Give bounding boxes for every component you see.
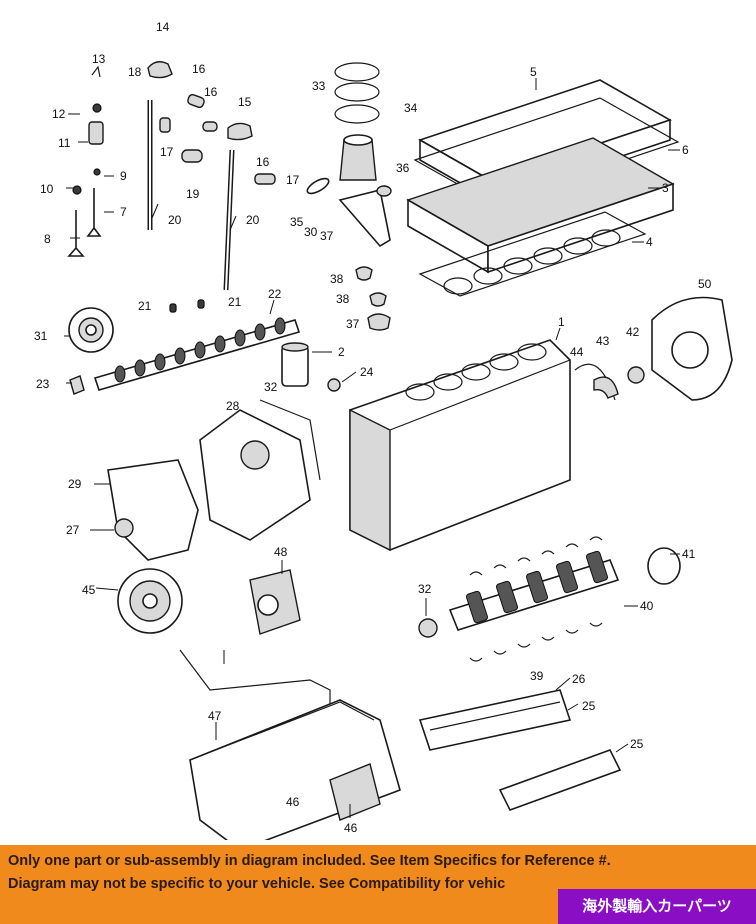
callout-16-b: 16 [204,85,218,99]
valve-seal-part [93,168,101,176]
head-gasket-part [418,211,647,297]
disclaimer-line-1: Only one part or sub-assembly in diagram… [8,853,611,869]
callout-4: 4 [646,235,653,249]
callout-7: 7 [120,205,127,219]
callout-33: 33 [312,79,326,93]
callout-42: 42 [626,325,640,339]
callout-25-a: 25 [582,699,596,713]
crankshaft-group [418,536,681,662]
callout-38-b: 38 [336,292,350,306]
seller-badge: 海外製輸入カーパーツ [558,889,756,924]
tappet-part [281,345,309,387]
callout-43: 43 [596,334,610,348]
callout-labels: 14 13 18 16 16 15 12 11 17 16 17 19 9 10… [34,20,712,835]
timing-cover-part [199,409,311,541]
piston-group [306,62,392,331]
callout-30: 30 [304,225,318,239]
callout-19: 19 [186,187,200,201]
disclaimer-line-2: Diagram may not be specific to your vehi… [8,876,506,892]
callout-36: 36 [396,161,410,175]
callout-35: 35 [290,215,304,229]
callout-5: 5 [530,65,537,79]
callout-11: 11 [58,136,71,150]
callout-6: 6 [682,143,689,157]
callout-14: 14 [156,20,170,34]
callout-20-b: 20 [246,213,260,227]
callout-27: 27 [66,523,80,537]
front-cover-group [107,399,321,635]
cylinder-head-group [406,79,680,297]
callout-48: 48 [274,545,288,559]
callout-9: 9 [120,169,127,183]
callout-3: 3 [662,181,669,195]
callout-25-b: 25 [630,737,644,751]
intake-valve-part [67,210,85,257]
rear-seal-part [627,366,645,384]
callout-34: 34 [404,101,418,115]
oil-system-group [179,649,622,840]
callout-50: 50 [698,277,712,291]
callout-46-a: 46 [344,821,358,835]
callout-28: 28 [226,399,240,413]
engine-exploded-diagram: 14 13 18 16 16 15 12 11 17 16 17 19 9 10… [34,20,733,840]
callout-26: 26 [572,672,586,686]
rear-main-seal-part [647,547,681,585]
callout-15: 15 [238,95,252,109]
callout-46-b: 46 [286,795,300,809]
callout-21-a: 21 [138,299,152,313]
connecting-rod-part [338,189,391,248]
callout-22: 22 [268,287,282,301]
callout-12: 12 [52,107,66,121]
callout-23: 23 [36,377,50,391]
callout-21-b: 21 [228,295,242,309]
callout-10: 10 [40,182,54,196]
callout-29: 29 [68,477,82,491]
callout-31: 31 [34,329,48,343]
callout-18: 18 [128,65,142,79]
piston-part [339,139,377,181]
callout-32-a: 32 [264,380,278,394]
callout-24: 24 [360,365,374,379]
callout-41: 41 [682,547,696,561]
front-cover-plate-part [107,459,199,561]
oil-pickup-tube-part [179,649,331,706]
callout-16-a: 16 [192,62,206,76]
engine-block-group [349,296,733,552]
callout-leaders [64,78,680,818]
callout-39: 39 [530,669,544,683]
callout-2: 2 [338,345,345,359]
callout-13: 13 [92,52,106,66]
callout-38-a: 38 [330,272,344,286]
lower-gasket-part [498,749,622,811]
callout-17-a: 17 [160,145,174,159]
valve-train-group [67,61,276,313]
valve-spring-part [88,121,104,145]
callout-37-a: 37 [320,229,334,243]
callout-1: 1 [558,315,565,329]
camshaft-group [68,307,341,395]
callout-8: 8 [44,232,51,246]
callout-45: 45 [82,583,96,597]
callout-16-c: 16 [256,155,270,169]
callout-37-b: 37 [346,317,360,331]
valve-keeper-part [92,103,102,113]
callout-40: 40 [640,599,654,613]
front-seal-part [114,518,134,538]
callout-32-b: 32 [418,582,432,596]
callout-17-b: 17 [286,173,300,187]
exhaust-valve-part [86,188,102,237]
oil-pan-gasket-part [418,689,572,751]
rocker-arm-part [147,61,173,79]
callout-47: 47 [208,709,222,723]
callout-20-a: 20 [168,213,182,227]
callout-44: 44 [570,345,584,359]
